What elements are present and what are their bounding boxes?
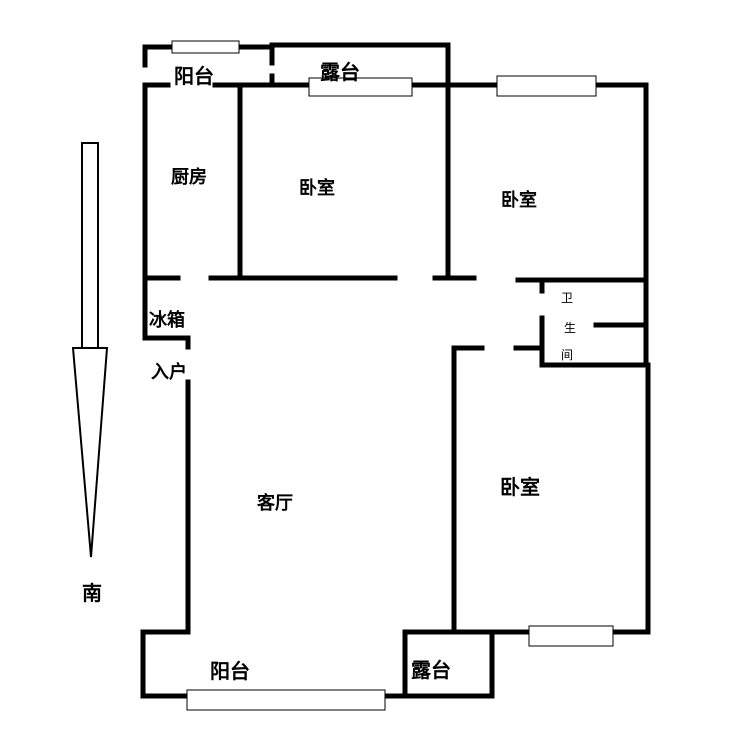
window-bedroom-a: [308, 77, 413, 97]
window-bottom-balcony: [186, 689, 386, 711]
south-arrow-icon: [71, 142, 109, 558]
label-kitchen: 厨房: [171, 167, 207, 188]
label-balcony-top: 阳台: [174, 64, 214, 88]
label-bathroom-1: 卫: [561, 291, 574, 305]
label-bathroom-3: 间: [561, 348, 574, 362]
label-balcony-bottom: 阳台: [210, 659, 250, 683]
label-bedroom-b: 卧室: [501, 190, 537, 211]
windows: [171, 40, 614, 711]
label-bedroom-c: 卧室: [500, 475, 540, 499]
label-bedroom-a: 卧室: [299, 178, 335, 199]
window-bedroom-b: [496, 75, 597, 97]
label-bathroom-2: 生: [564, 321, 577, 335]
label-entrance: 入户: [151, 362, 187, 383]
label-compass-south: 南: [82, 581, 102, 605]
window-top-balcony: [171, 40, 240, 54]
window-bedroom-c: [528, 625, 614, 647]
label-terrace-bottom: 露台: [411, 658, 451, 682]
label-terrace-top: 露台: [320, 60, 360, 84]
label-living-room: 客厅: [257, 493, 293, 514]
label-fridge: 冰箱: [149, 310, 185, 331]
walls: [140, 42, 651, 699]
